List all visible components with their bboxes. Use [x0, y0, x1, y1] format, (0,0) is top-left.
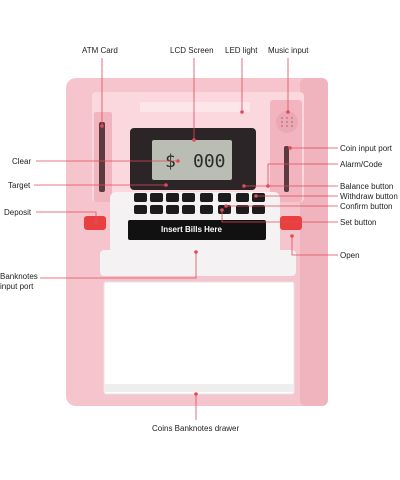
label-balance-button: Balance button	[340, 182, 394, 191]
label-alarm-code: Alarm/Code	[340, 160, 383, 169]
label-atm-card: ATM Card	[82, 46, 118, 55]
coin-slot	[284, 146, 289, 192]
label-deposit: Deposit	[4, 208, 32, 217]
label-target: Target	[8, 181, 31, 190]
keypad-key	[182, 205, 195, 214]
lower-face	[100, 250, 296, 276]
keypad-key	[134, 205, 147, 214]
keypad-key	[200, 193, 213, 202]
callout-banknotes-line	[40, 252, 197, 279]
label-confirm-button: Confirm button	[340, 202, 393, 211]
callout-balance-dot	[242, 184, 246, 188]
callout-banknotes-dot	[194, 250, 198, 254]
keypad-key	[218, 193, 231, 202]
keypad	[134, 193, 265, 214]
callout-open-dot	[290, 234, 294, 238]
keypad-key	[236, 205, 249, 214]
callout-alarm-code-line	[267, 163, 338, 186]
atm-card-slot	[99, 122, 105, 192]
lcd-digits: 000	[193, 151, 226, 172]
label-clear: Clear	[12, 157, 32, 166]
label-open: Open	[340, 251, 360, 260]
callout-withdraw-dot	[254, 194, 258, 198]
keypad-key	[182, 193, 195, 202]
callout-atm-card-dot	[100, 124, 104, 128]
keypad-key	[166, 205, 179, 214]
keypad-key	[166, 193, 179, 202]
label-banknotes-line2: input port	[0, 282, 34, 291]
keypad-key	[252, 205, 265, 214]
keypad-key	[236, 193, 249, 202]
keypad-key	[200, 205, 213, 214]
label-banknotes-line1: Banknotes	[0, 272, 38, 281]
led-strip	[140, 102, 250, 112]
speaker-holes	[281, 117, 293, 127]
set-button-red	[280, 216, 302, 230]
callout-led-light-dot	[240, 110, 244, 114]
callout-deposit-dot	[94, 220, 98, 224]
callout-deposit-line	[36, 211, 97, 222]
callout-drawer-dot	[194, 392, 198, 396]
callout-music-input-dot	[286, 110, 290, 114]
callout-lcd-screen-dot	[192, 138, 196, 142]
keypad-key	[134, 193, 147, 202]
drawer	[103, 281, 295, 395]
bill-slot	[128, 220, 266, 240]
body-side-shadow	[300, 78, 328, 406]
callout-coin-input-dot	[288, 146, 292, 150]
callout-target-dot	[164, 183, 168, 187]
lcd-screen	[152, 140, 232, 180]
label-lcd-screen: LCD Screen	[170, 46, 214, 55]
label-coins-banknotes-drawer: Coins Banknotes drawer	[152, 424, 240, 433]
lcd-currency-symbol: $	[165, 151, 176, 172]
callout-open-line	[291, 236, 338, 256]
label-withdraw-button: Withdraw button	[340, 192, 398, 201]
callout-set-line	[221, 210, 338, 223]
label-coin-input-port: Coin input port	[340, 144, 393, 153]
keypad-key	[150, 205, 163, 214]
bill-slot-text: Insert Bills Here	[161, 225, 222, 234]
label-set-button: Set button	[340, 218, 377, 227]
callout-confirm-dot	[224, 204, 228, 208]
callout-clear-dot	[176, 159, 180, 163]
label-music-input: Music input	[268, 46, 309, 55]
drawer-handle	[104, 384, 294, 392]
label-led-light: LED light	[225, 46, 258, 55]
keypad-key	[218, 205, 231, 214]
callout-set-dot	[220, 208, 224, 212]
keypad-key	[150, 193, 163, 202]
